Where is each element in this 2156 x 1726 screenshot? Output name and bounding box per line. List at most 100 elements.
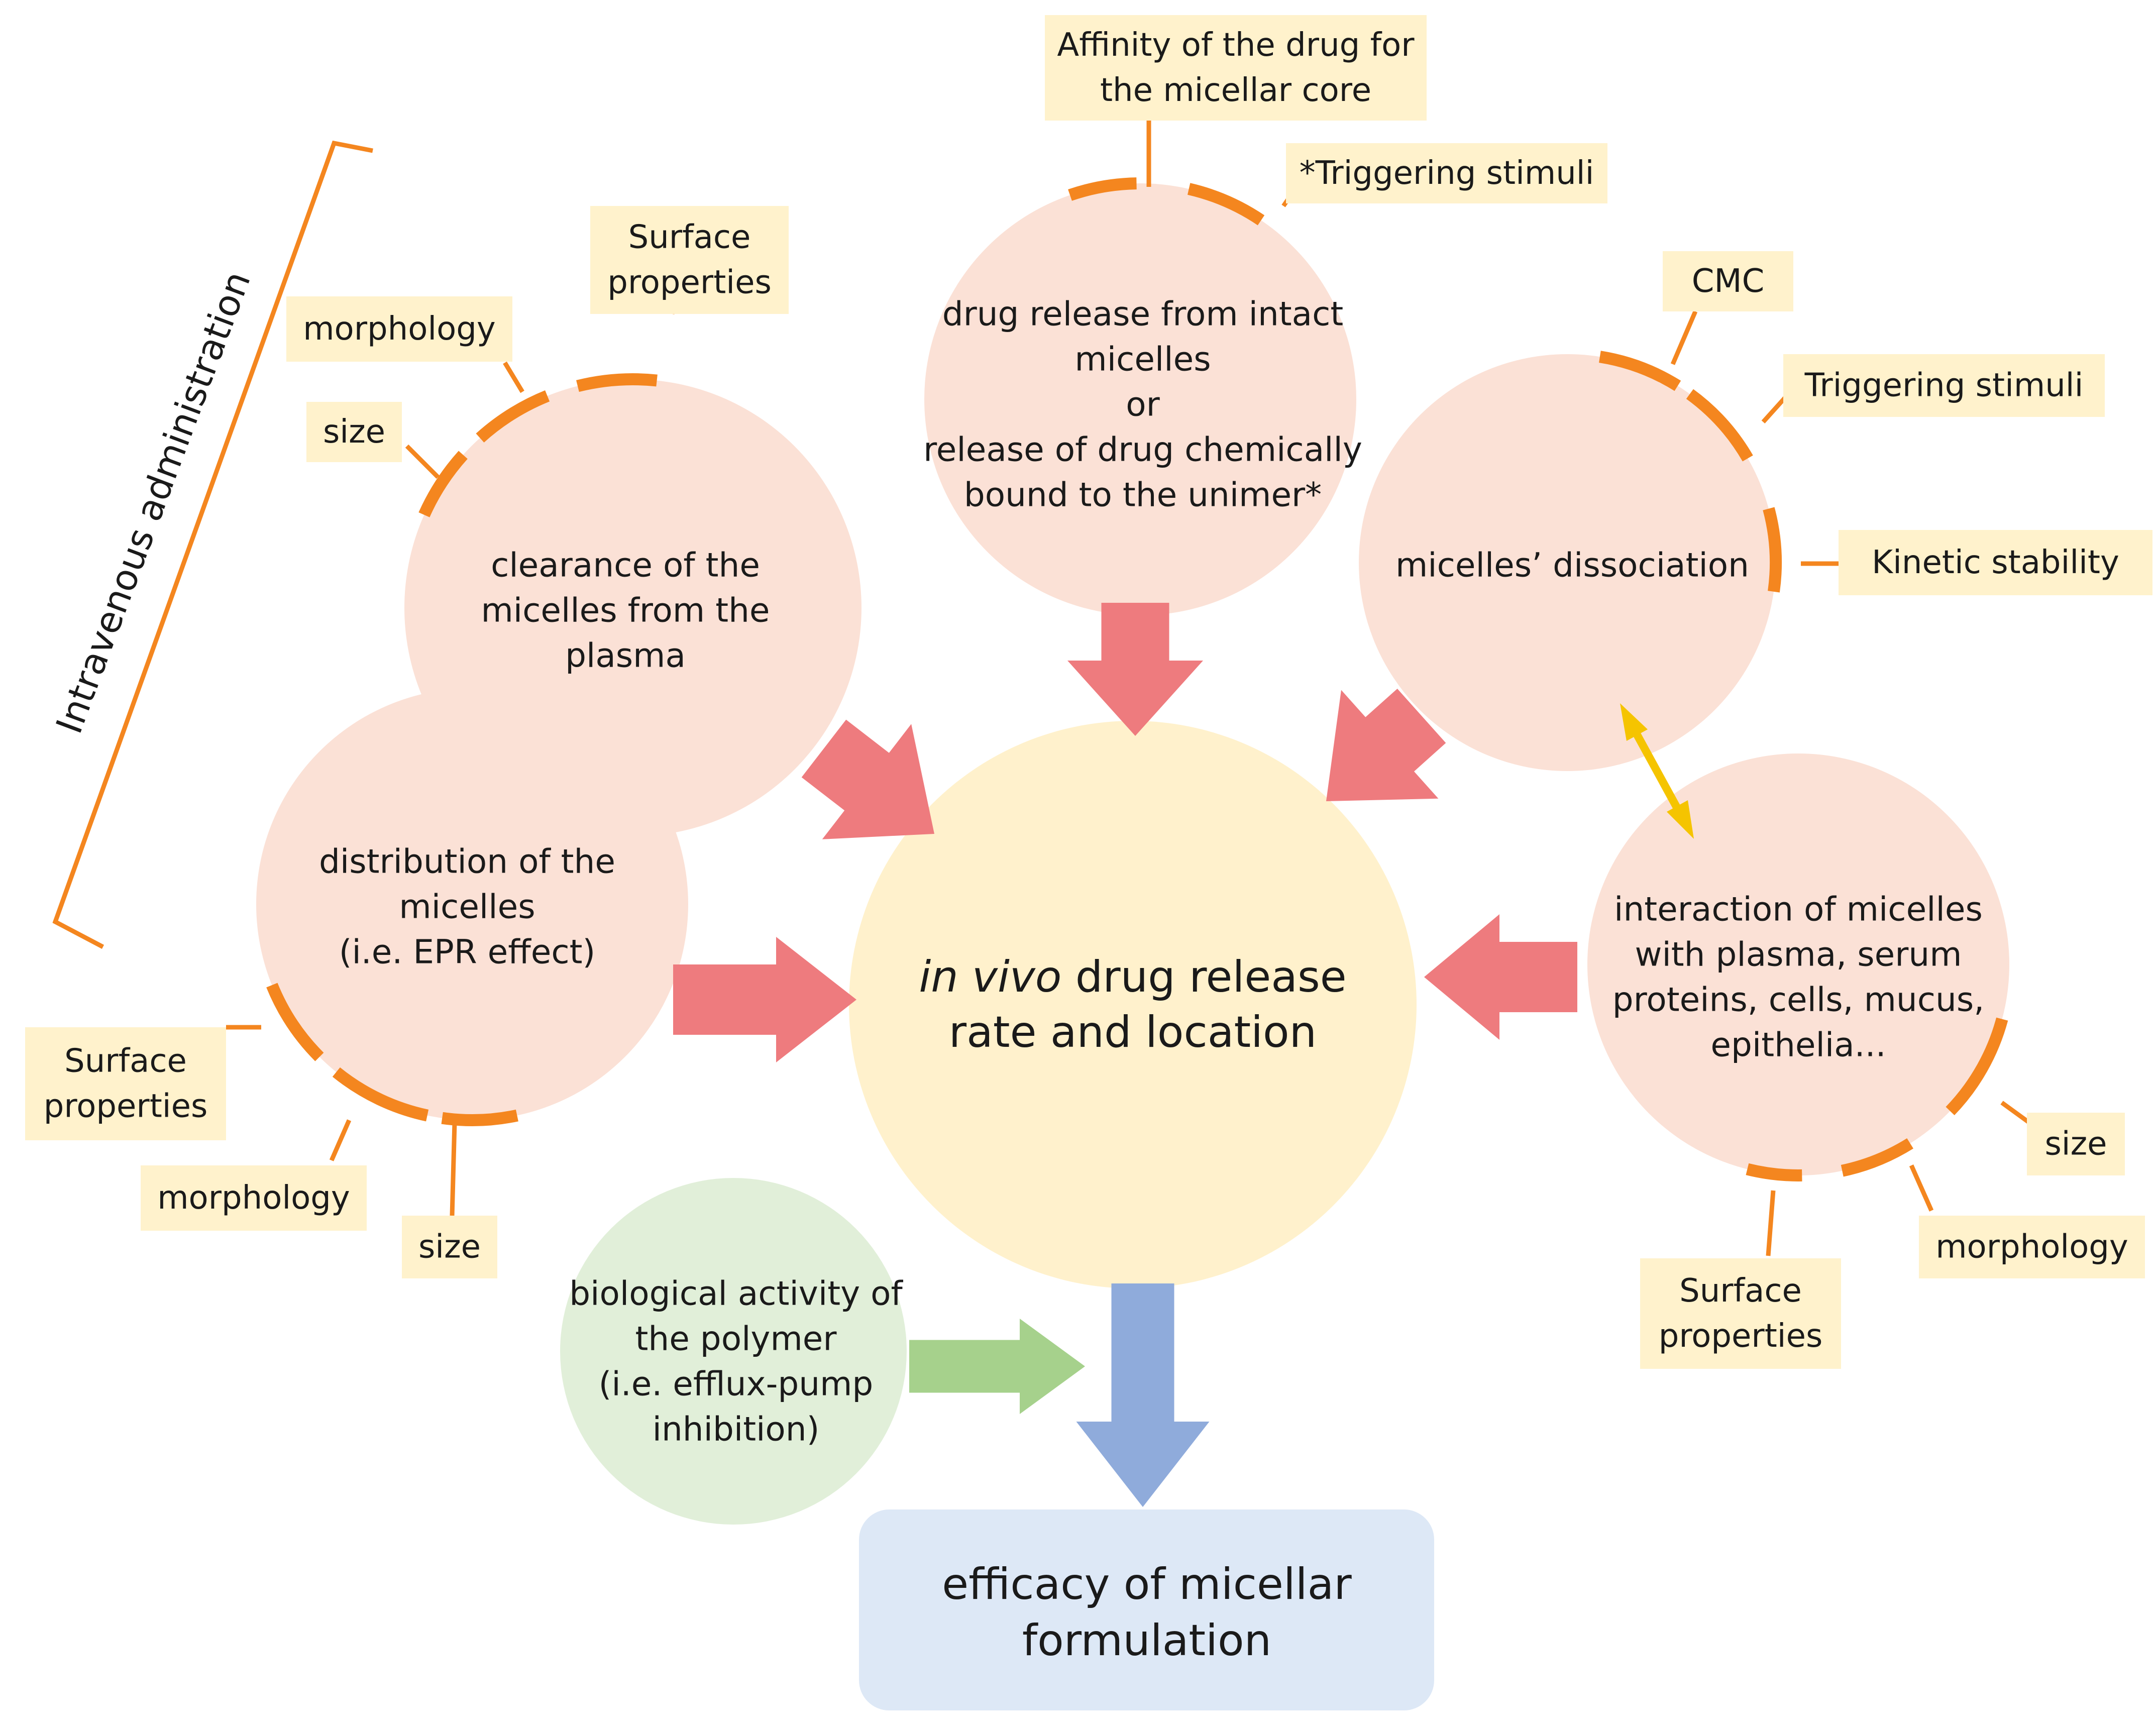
arc-surface-right [1746, 1163, 1802, 1181]
intravenous-label: Intravenous administration [48, 266, 259, 739]
surface-right-label-line-2: properties [1659, 1318, 1823, 1355]
release-text-line-2: micelles [1074, 340, 1211, 379]
cmc-label-box [1663, 251, 1793, 311]
surface-top-label-box [590, 206, 789, 314]
conn-trig-right [1761, 395, 1788, 424]
result-text-line-1: efficacy of micellar [942, 1559, 1352, 1609]
intravenous-bracket [52, 140, 373, 949]
conn-morph-top [503, 361, 524, 393]
arc-size-left [441, 1109, 518, 1126]
dissociation-to-center-arrow [1326, 689, 1446, 801]
yellow-arrow-head-down [1667, 800, 1694, 839]
morph-top-label-line-1: morphology [303, 310, 496, 348]
arc-trig-right [1686, 389, 1753, 462]
arc-morph-left [332, 1067, 429, 1122]
biological-to-efficacy-arrow [909, 1319, 1085, 1414]
surface-right-label-box [1640, 1258, 1841, 1369]
release-to-center-arrow [1067, 603, 1203, 736]
affinity-label-line-2: the micellar core [1100, 72, 1371, 109]
morph-right-label-line-1: morphology [1935, 1229, 2128, 1266]
arc-kinetic [1763, 507, 1782, 593]
morph-left-label-box [141, 1165, 367, 1231]
interaction-text-line-2: with plasma, serum [1635, 935, 1962, 974]
biological-circle [560, 1178, 907, 1525]
arc-trig-top [1187, 183, 1265, 226]
affinity-label-line-1: Affinity of the drug for [1057, 27, 1415, 64]
dissociation-text-line-1: micelles’ dissociation [1395, 546, 1749, 585]
cmc-label-line-1: CMC [1692, 263, 1765, 300]
result-box [859, 1509, 1434, 1710]
interaction-text-line-4: epithelia... [1710, 1026, 1886, 1064]
biological-text-line-1: biological activity of [569, 1274, 903, 1313]
biological-text-line-2: the polymer [635, 1320, 837, 1358]
arc-affinity [1068, 177, 1137, 201]
center-text-line-1: in vivo drug release [919, 952, 1346, 1002]
size-left-label-line-1: size [418, 1229, 481, 1266]
size-top-label-box [306, 402, 402, 462]
conn-size-top [405, 444, 440, 479]
arc-surface-left [266, 983, 324, 1061]
trig-top-label-box [1286, 143, 1607, 203]
conn-cmc [1670, 310, 1698, 365]
conn-morph-right [1909, 1164, 1934, 1212]
kinetic-label-box [1839, 530, 2152, 595]
clearance-to-center-arrow [801, 719, 934, 839]
dissociation-circle [1359, 354, 1776, 771]
interaction-text-line-1: interaction of micelles [1614, 890, 1983, 929]
clearance-text-line-1: clearance of the [491, 546, 760, 585]
center-text-italic: in vivo [919, 952, 1061, 1002]
clearance-text-line-3: plasma [565, 636, 686, 675]
interaction-text-line-3: proteins, cells, mucus, [1612, 981, 1984, 1019]
biological-text-line-3: (i.e. efflux-pump [599, 1365, 874, 1404]
clearance-circle [404, 379, 861, 836]
release-circle [924, 183, 1356, 615]
release-text-line-5: bound to the unimer* [964, 476, 1322, 514]
trig-top-label-line-1: *Triggering stimuli [1300, 155, 1594, 192]
arc-cmc [1598, 351, 1681, 391]
center-text-line-2: rate and location [949, 1007, 1317, 1057]
morph-right-label-box [1919, 1216, 2145, 1278]
clearance-text-line-2: micelles from the [481, 591, 770, 630]
morph-left-label-line-1: morphology [157, 1179, 350, 1217]
morph-top-label-box [286, 296, 512, 362]
distribution-text-line-3: (i.e. EPR effect) [339, 933, 596, 972]
surface-top-label-line-2: properties [607, 264, 772, 301]
surface-top-label-line-1: Surface [628, 219, 751, 256]
center-to-efficacy-arrow [1076, 1283, 1210, 1507]
size-right-label-line-1: size [2044, 1126, 2107, 1163]
yellow-arrow-shaft [1630, 726, 1684, 816]
arc-morph-right [1841, 1138, 1913, 1177]
distribution-text-line-2: micelles [399, 888, 535, 926]
result-text-line-2: formulation [1022, 1615, 1271, 1666]
size-left-label-box [402, 1216, 497, 1278]
arc-surface-top [576, 373, 658, 392]
distribution-text-line-1: distribution of the [319, 842, 615, 881]
distribution-to-center-arrow [673, 937, 856, 1062]
conn-morph-left [329, 1119, 352, 1161]
surface-left-label-line-1: Surface [64, 1043, 187, 1080]
surface-left-label-box [25, 1027, 226, 1140]
arc-size-top [418, 451, 468, 517]
center-text-rest: drug release [1061, 952, 1346, 1002]
trig-right-label-line-1: Triggering stimuli [1804, 367, 2084, 404]
conn-surface-right [1766, 1190, 1776, 1256]
conn-size-left [450, 1122, 457, 1216]
center-circle [849, 721, 1417, 1288]
biological-text-line-4: inhibition) [653, 1410, 820, 1449]
interaction-to-center-arrow [1424, 914, 1577, 1040]
release-text-line-3: or [1126, 385, 1160, 424]
size-top-label-line-1: size [323, 413, 385, 451]
size-right-label-box [2027, 1113, 2125, 1175]
release-text-line-4: release of drug chemically [923, 430, 1362, 469]
conn-size-right [2000, 1101, 2031, 1125]
arc-size-right [1946, 1017, 2008, 1116]
surface-left-label-line-2: properties [44, 1088, 208, 1125]
arc-morph-top [476, 390, 550, 443]
affinity-label-box [1045, 15, 1427, 121]
kinetic-label-line-1: Kinetic stability [1872, 544, 2119, 581]
release-text-line-1: drug release from intact [942, 295, 1344, 334]
yellow-arrow-head-up [1620, 703, 1648, 741]
surface-right-label-line-1: Surface [1679, 1272, 1802, 1310]
interaction-circle [1587, 753, 2009, 1175]
